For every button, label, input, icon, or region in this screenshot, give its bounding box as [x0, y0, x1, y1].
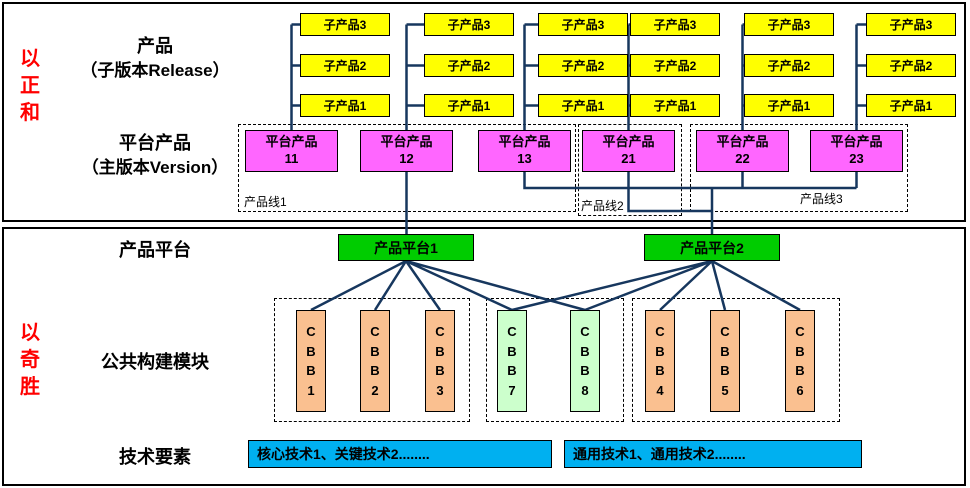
header-product-line1: 产品: [137, 36, 173, 56]
sub-product-box: 子产品2: [630, 54, 720, 77]
sub-product-box: 子产品1: [300, 94, 390, 117]
sub-product-box: 子产品2: [300, 54, 390, 77]
cbb-label: CBB8: [580, 324, 590, 398]
cbb-box-1: CBB1: [296, 310, 326, 412]
cbb-label: CBB6: [795, 324, 805, 398]
tech-box-core: 核心技术1、关键技术2........: [248, 440, 552, 468]
cbb-box-8: CBB8: [570, 310, 600, 412]
header-platform-product-line1: 平台产品: [119, 133, 191, 153]
header-cbb: 公共构建模块: [101, 352, 209, 372]
platform-product-number: 23: [849, 151, 864, 166]
product-line-2-label: 产品线2: [581, 199, 624, 213]
cbb-label: CBB2: [370, 324, 380, 398]
sub-product-box: 子产品1: [630, 94, 720, 117]
platform-product-box: 平台产品 11: [245, 130, 338, 172]
sub-product-box: 子产品1: [866, 94, 956, 117]
product-line-1-label: 产品线1: [244, 195, 287, 209]
cbb-box-7: CBB7: [497, 310, 527, 412]
platform-product-name: 平台产品: [380, 134, 433, 150]
platform-product-name: 平台产品: [602, 134, 655, 150]
platform-product-number: 21: [621, 151, 636, 166]
platform-product-name: 平台产品: [265, 134, 318, 150]
sub-product-box: 子产品2: [424, 54, 514, 77]
header-tech: 技术要素: [119, 447, 191, 467]
sub-product-box: 子产品3: [866, 13, 956, 36]
sub-product-box: 子产品3: [538, 13, 628, 36]
sub-product-box: 子产品3: [630, 13, 720, 36]
product-platform-1-box: 产品平台1: [338, 234, 474, 261]
platform-product-number: 13: [517, 151, 532, 166]
sub-product-box: 子产品3: [424, 13, 514, 36]
cbb-label: CBB1: [306, 324, 316, 398]
product-line-3-label: 产品线3: [800, 192, 843, 206]
sub-product-box: 子产品1: [538, 94, 628, 117]
platform-product-name: 平台产品: [498, 134, 551, 150]
products-section-frame: [2, 2, 966, 222]
header-product: 产品 （子版本Release）: [45, 34, 265, 83]
cbb-box-6: CBB6: [785, 310, 815, 412]
platform-product-number: 22: [735, 151, 750, 166]
header-platform-product-line2: （主版本Version）: [81, 158, 229, 177]
platform-product-box: 平台产品 13: [478, 130, 571, 172]
sub-product-box: 子产品2: [744, 54, 834, 77]
sub-product-box: 子产品1: [744, 94, 834, 117]
header-product-line2: （子版本Release）: [80, 61, 230, 80]
cbb-box-3: CBB3: [425, 310, 455, 412]
tech-box-general: 通用技术1、通用技术2........: [564, 440, 862, 468]
cbb-box-4: CBB4: [645, 310, 675, 412]
platform-product-box: 平台产品 22: [696, 130, 789, 172]
cbb-label: CBB7: [507, 324, 517, 398]
platform-section-frame: [2, 227, 966, 486]
platform-product-number: 12: [399, 151, 414, 166]
sub-product-box: 子产品3: [744, 13, 834, 36]
cbb-label: CBB3: [435, 324, 445, 398]
cbb-label: CBB4: [655, 324, 665, 398]
platform-product-name: 平台产品: [716, 134, 769, 150]
platform-product-name: 平台产品: [830, 134, 883, 150]
strategy-label-top: 以正和: [20, 48, 40, 124]
sub-product-box: 子产品3: [300, 13, 390, 36]
cbb-label: CBB5: [720, 324, 730, 398]
platform-product-box: 平台产品 21: [582, 130, 675, 172]
product-platform-2-box: 产品平台2: [644, 234, 780, 261]
strategy-label-bottom: 以奇胜: [20, 322, 40, 398]
sub-product-box: 子产品2: [538, 54, 628, 77]
header-product-platform: 产品平台: [119, 240, 191, 260]
platform-product-box: 平台产品 12: [360, 130, 453, 172]
sub-product-box: 子产品2: [866, 54, 956, 77]
sub-product-box: 子产品1: [424, 94, 514, 117]
cbb-box-2: CBB2: [360, 310, 390, 412]
platform-product-box: 平台产品 23: [810, 130, 903, 172]
cbb-box-5: CBB5: [710, 310, 740, 412]
header-platform-product: 平台产品 （主版本Version）: [45, 131, 265, 180]
platform-product-number: 11: [284, 151, 299, 166]
